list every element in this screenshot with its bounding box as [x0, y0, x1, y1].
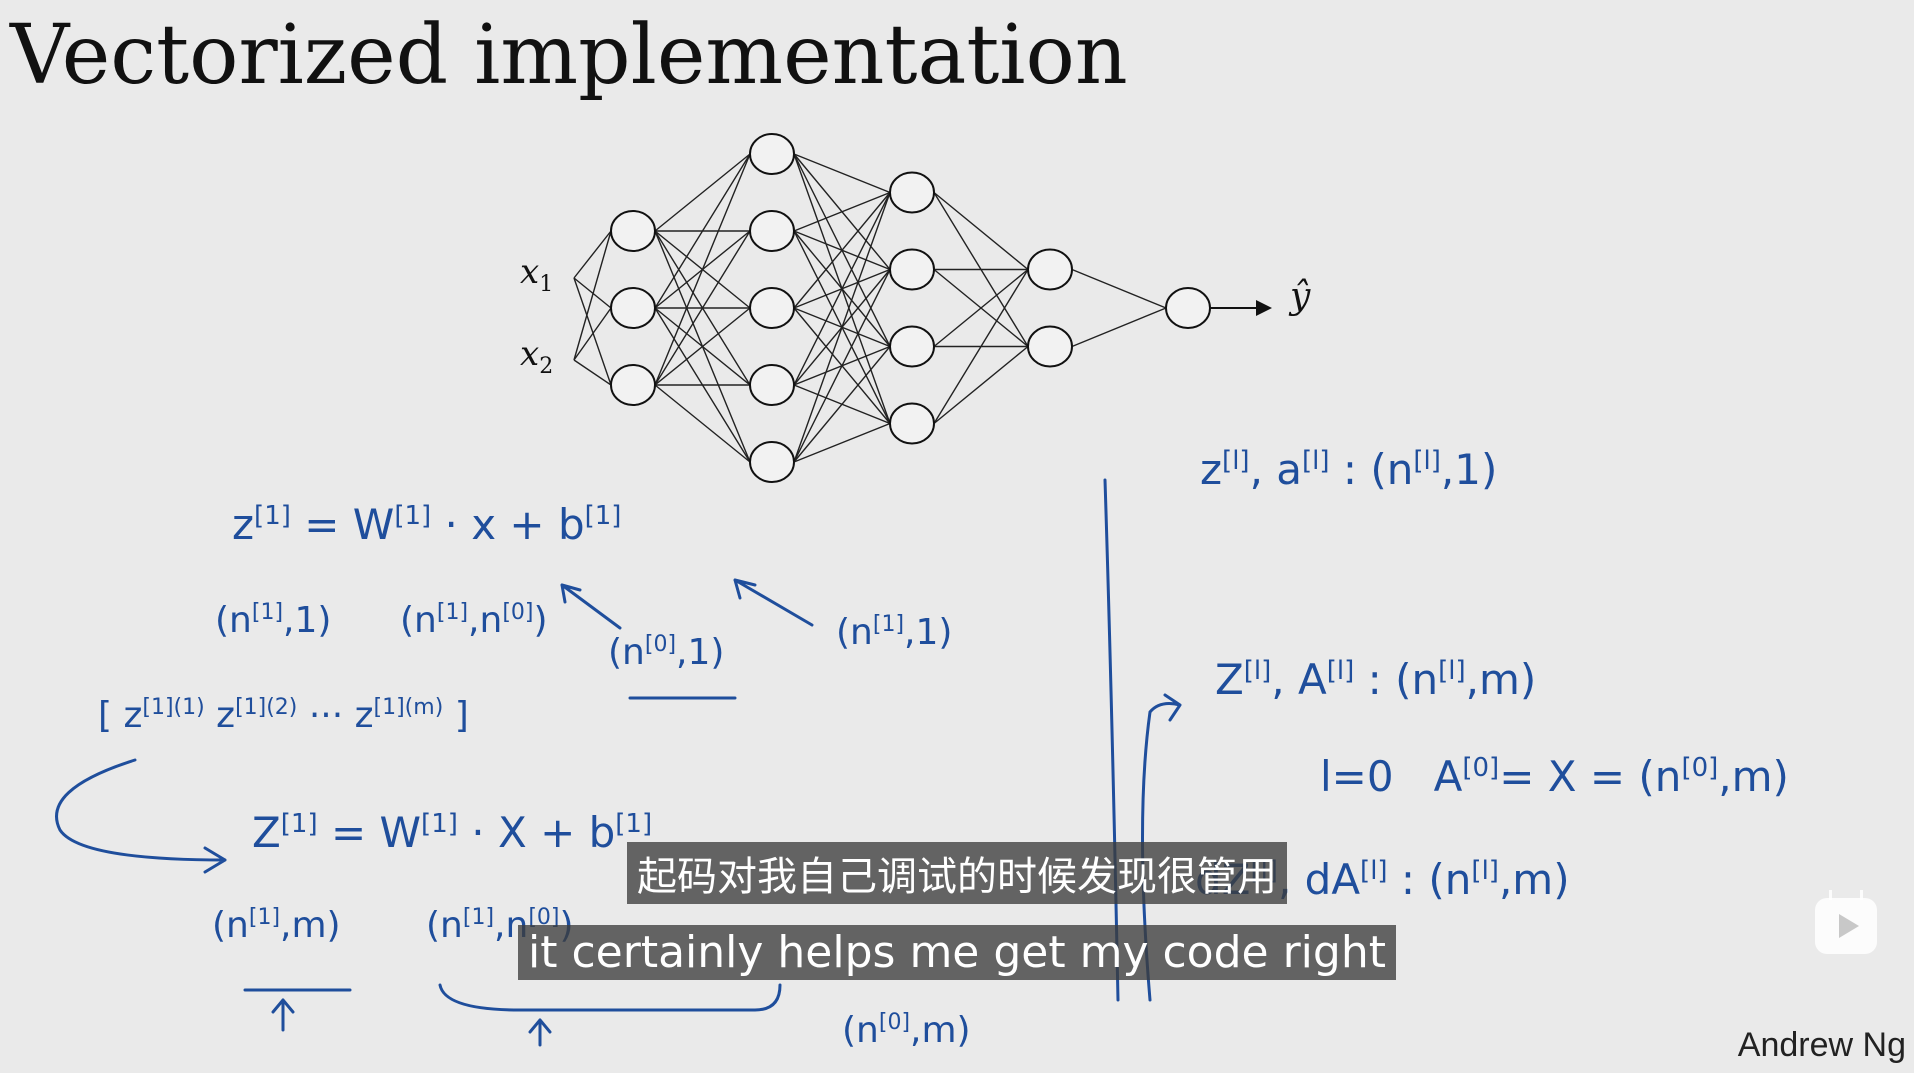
- layer-zero-note: l=0 A[0]= X = (n[0],m): [1320, 752, 1789, 801]
- stacked-z-vectors: [ z[1](1) z[1](2) ··· z[1](m) ]: [98, 695, 469, 736]
- edge-l1-2-0: [793, 192, 891, 309]
- input-x1-label: x1: [520, 252, 554, 297]
- edge-l2-3-0: [933, 269, 1029, 424]
- edge-l0-2-4: [654, 384, 751, 463]
- output-y-hat-label: ŷ: [1290, 276, 1311, 317]
- neuron-l2-3: [749, 287, 795, 329]
- dim-X: (n[0],m): [842, 1010, 971, 1051]
- author-credit: Andrew Ng: [1737, 1026, 1906, 1064]
- edge-l2-3-1: [933, 345, 1029, 425]
- neuron-l2-4: [749, 364, 795, 406]
- input-x2-label: x2: [520, 334, 554, 379]
- edge-l2-2-0: [933, 268, 1029, 348]
- edge-l0-0-0: [654, 153, 751, 232]
- neuron-l3-2: [889, 248, 935, 291]
- edge-l0-2-0: [654, 153, 751, 386]
- equation-z1: z[1] = W[1] · x + b[1]: [232, 500, 622, 549]
- slide-title: Vectorized implementation: [10, 8, 1128, 103]
- neuron-l1-1: [610, 210, 656, 252]
- output-arrow-head: [1256, 300, 1272, 316]
- equation-Z1: Z[1] = W[1] · X + b[1]: [252, 808, 653, 857]
- subtitle-chinese: 起码对我自己调试的时候发现很管用: [0, 842, 1914, 904]
- edge-input-1-0: [573, 230, 612, 361]
- dims-Z-A-matrix: Z[l], A[l] : (n[l],m): [1215, 655, 1537, 704]
- neuron-l3-3: [889, 325, 935, 368]
- neuron-l1-2: [610, 287, 656, 329]
- edge-l1-4-3: [793, 422, 891, 463]
- edge-l1-4-0: [793, 192, 891, 463]
- edge-l2-0-0: [933, 191, 1029, 271]
- play-icon[interactable]: [1815, 890, 1877, 954]
- edge-l1-3-0: [793, 192, 891, 386]
- edge-l1-4-2: [793, 346, 891, 463]
- edge-input-0-0: [573, 230, 612, 279]
- edge-l1-4-1: [793, 269, 891, 463]
- neuron-l4-2: [1027, 325, 1073, 368]
- edge-input-0-2: [573, 277, 612, 386]
- edge-l0-2-2: [654, 307, 751, 386]
- neuron-l3-4: [889, 402, 935, 445]
- edge-input-1-1: [573, 307, 612, 361]
- edge-l0-2-1: [654, 230, 751, 386]
- neuron-l2-2: [749, 210, 795, 252]
- edge-l1-1-0: [793, 191, 891, 232]
- neuron-l1-3: [610, 364, 656, 406]
- neuron-l2-5: [749, 441, 795, 483]
- edge-input-1-2: [573, 359, 612, 386]
- subtitle-english: it certainly helps me get my code right: [0, 925, 1914, 980]
- dim-b1: (n[1],1): [836, 612, 953, 653]
- neuron-l5-1: [1165, 287, 1211, 329]
- dim-x: (n[0],1): [608, 632, 725, 673]
- edge-l3-1-0: [1071, 307, 1167, 348]
- dim-Z1: (n[1],m): [212, 905, 341, 946]
- dim-w1: (n[1],n[0]): [400, 600, 548, 641]
- edge-l1-0-0: [793, 153, 891, 194]
- neuron-l3-1: [889, 171, 935, 214]
- edge-l3-0-0: [1071, 268, 1167, 309]
- dims-z-a-vector: z[l], a[l] : (n[l],1): [1200, 445, 1498, 494]
- neuron-l2-1: [749, 133, 795, 175]
- neuron-l4-1: [1027, 248, 1073, 291]
- dim-z1: (n[1],1): [215, 600, 332, 641]
- edge-l0-1-0: [654, 153, 751, 309]
